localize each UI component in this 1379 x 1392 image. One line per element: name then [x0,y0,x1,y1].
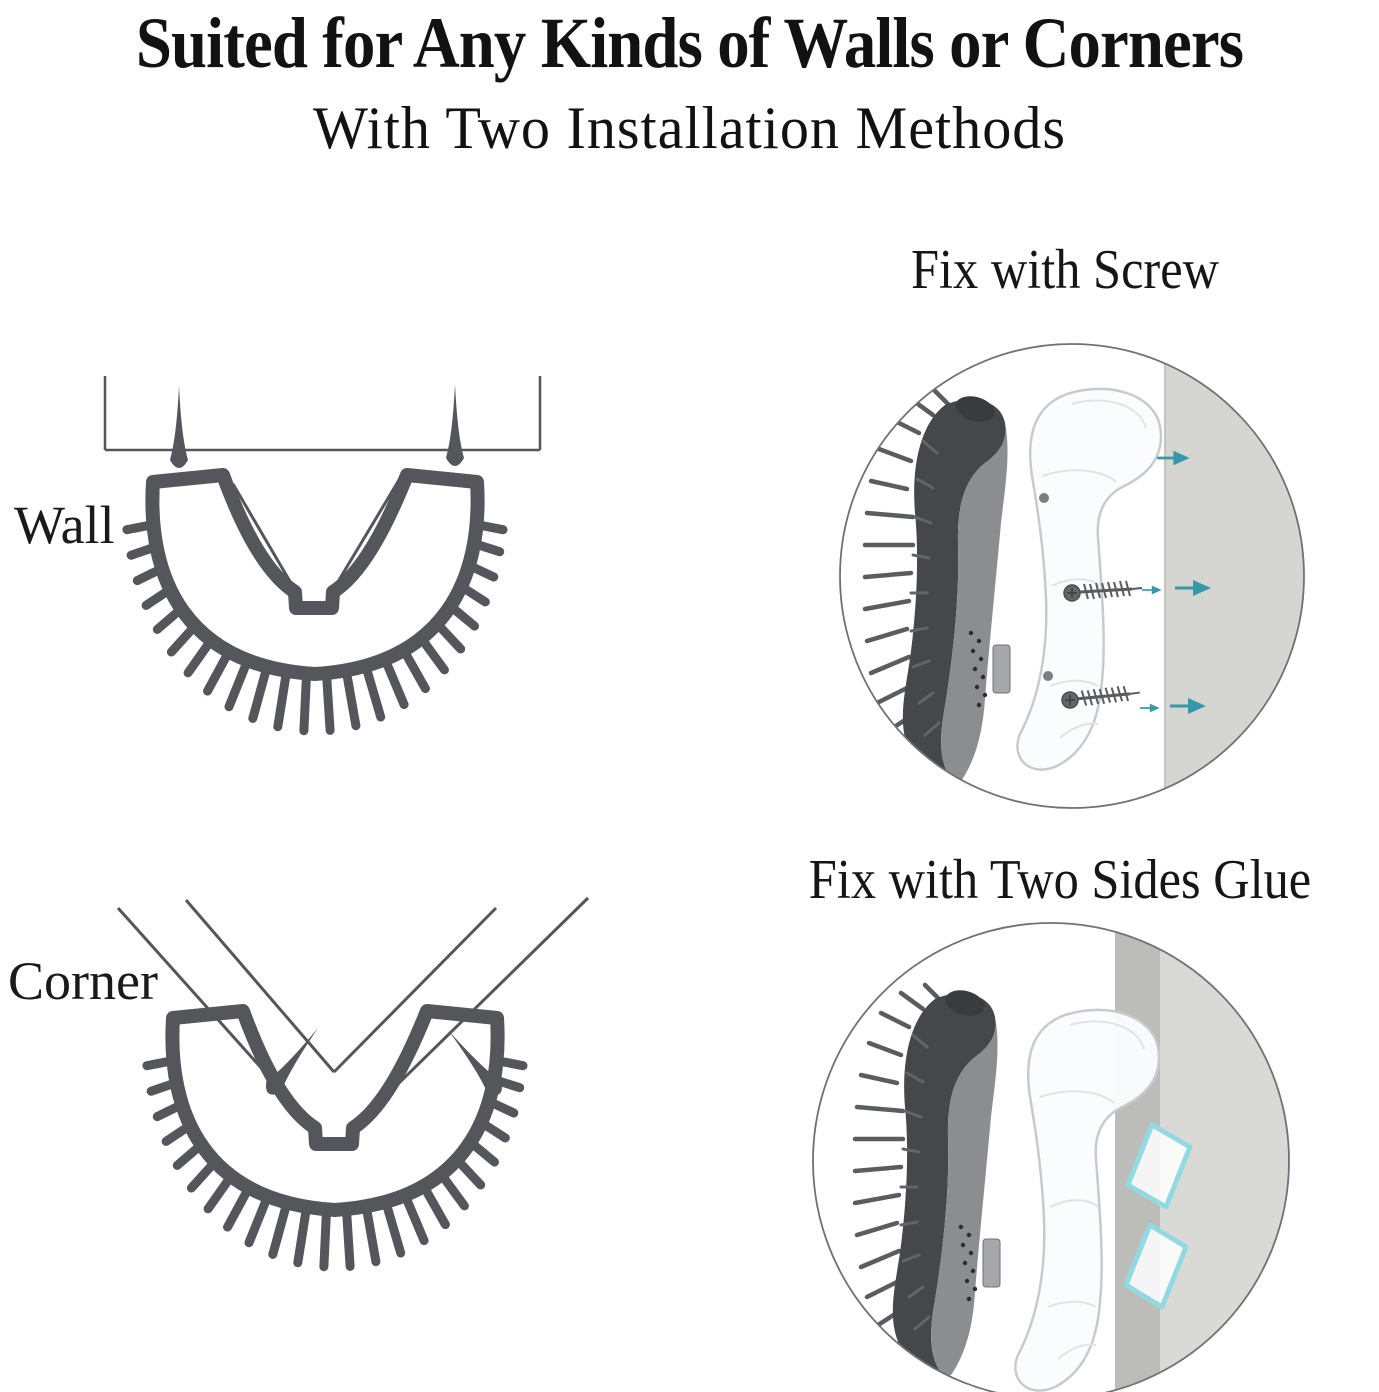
wall-diagram-label: Wall [14,495,115,555]
glue-pad [1123,1222,1189,1310]
corner-diagram-label: Corner [8,951,158,1011]
wall-surface [1165,344,1304,808]
wall-cross-section-lines [103,376,542,452]
photo-circle-border [839,343,1305,809]
brush-line-drawing [127,475,503,731]
glue-method-photo [812,922,1290,1392]
small-screw-head [1039,493,1049,503]
page-subtitle: With Two Installation Methods [313,95,1066,161]
photo-circle-border [812,922,1290,1392]
screw-pin-icon [446,384,464,466]
glue-method-heading: Fix with Two Sides Glue [808,849,1312,911]
page-title: Suited for Any Kinds of Walls or Corners [135,3,1244,83]
cavity-inner-lines [231,479,401,591]
corner-installation-diagram [116,896,590,1392]
adhesive-pads [1123,1122,1193,1310]
glue-pad [1125,1122,1193,1210]
wall-installation-diagram [103,376,542,800]
screw-method-heading: Fix with Screw [911,239,1219,301]
screw-method-photo [839,343,1305,809]
screw-pin-icon [170,386,188,468]
corner-wall-lines [116,896,590,1130]
brush-line-drawing [147,1011,523,1267]
small-screw-head [1043,671,1053,681]
